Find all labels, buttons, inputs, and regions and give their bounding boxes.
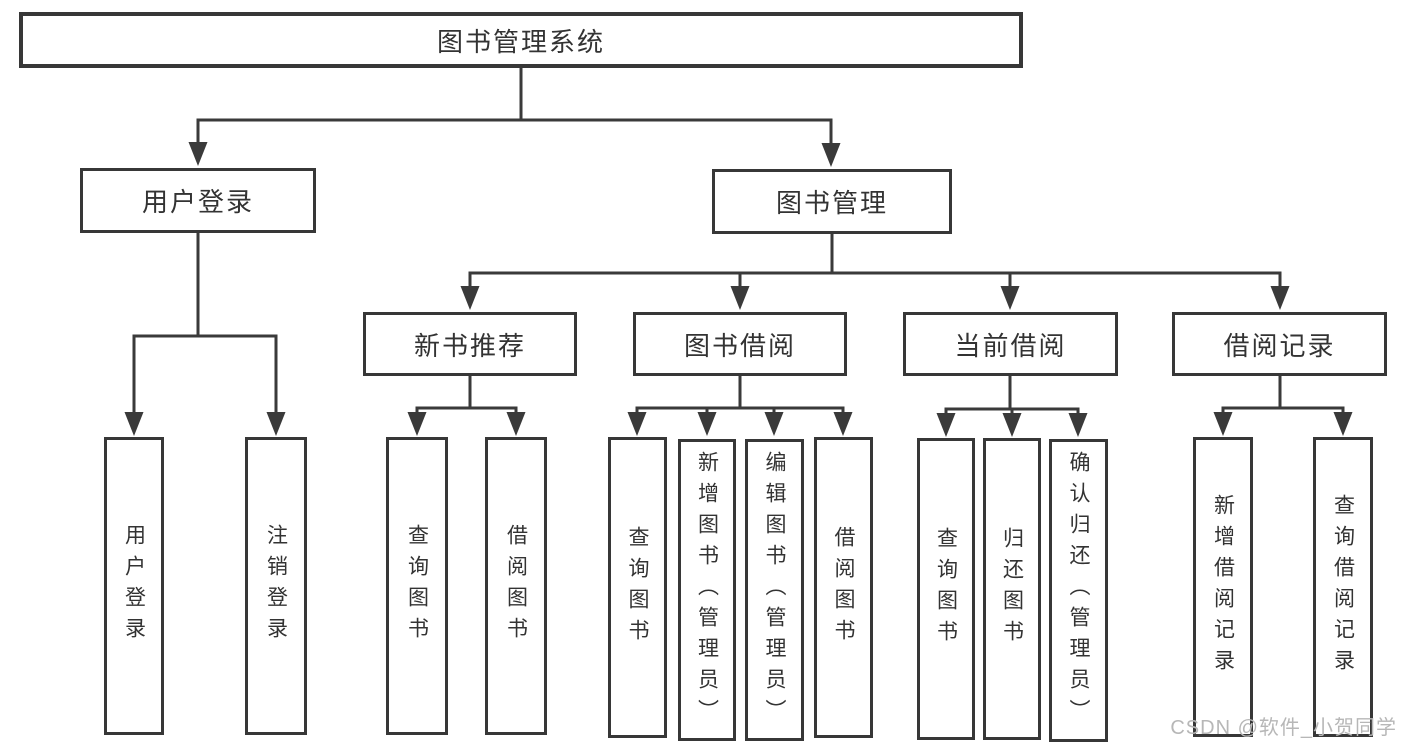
node-book-borrow-label: 图书借阅 [683, 330, 796, 361]
node-current-borrow-label: 当前借阅 [954, 330, 1067, 361]
edge-book-borrow-to-leaves [627, 376, 853, 436]
leaf-borrow-book: 借阅图书 [814, 437, 873, 738]
leaf-borrow-book-rec: 借阅图书 [485, 437, 547, 735]
edge-book-mgmt-to-level3 [460, 234, 1290, 310]
node-user-login: 用户登录 [80, 168, 316, 233]
leaf-edit-book-label: 编辑图书（管理员） [763, 450, 786, 730]
node-borrow-record-label: 借阅记录 [1223, 330, 1336, 361]
leaf-query-book-rec-label: 查询图书 [405, 524, 429, 648]
leaf-user-login: 用户登录 [104, 437, 164, 735]
watermark: CSDN @软件_小贺同学 [1170, 717, 1397, 739]
leaf-query-borrow-record: 查询借阅记录 [1313, 437, 1373, 737]
edge-current-borrow-to-leaves [936, 376, 1088, 437]
leaf-confirm-return: 确认归还（管理员） [1049, 439, 1108, 742]
edge-root-to-level2 [188, 68, 841, 167]
leaf-query-book-current-label: 查询图书 [934, 527, 958, 651]
node-book-borrow: 图书借阅 [633, 312, 847, 376]
node-new-book-rec: 新书推荐 [363, 312, 577, 376]
node-user-login-label: 用户登录 [141, 187, 254, 217]
node-book-mgmt-label: 图书管理 [775, 188, 888, 218]
leaf-return-book: 归还图书 [983, 438, 1041, 740]
leaf-edit-book: 编辑图书（管理员） [745, 439, 804, 741]
edge-new-book-rec-to-leaves [407, 376, 526, 436]
leaf-confirm-return-label: 确认归还（管理员） [1067, 451, 1090, 730]
leaf-logout-label: 注销登录 [264, 524, 288, 648]
leaf-borrow-book-label: 借阅图书 [832, 525, 855, 650]
node-current-borrow: 当前借阅 [903, 312, 1118, 376]
leaf-logout: 注销登录 [245, 437, 307, 735]
leaf-query-book-current: 查询图书 [917, 438, 975, 740]
node-book-mgmt: 图书管理 [712, 169, 952, 234]
node-root-label: 图书管理系统 [436, 26, 605, 57]
leaf-query-borrow-record-label: 查询借阅记录 [1331, 494, 1355, 680]
edge-borrow-record-to-leaves [1213, 376, 1353, 436]
leaf-add-borrow-record: 新增借阅记录 [1193, 437, 1253, 737]
leaf-query-book-borrow: 查询图书 [608, 437, 667, 738]
node-root: 图书管理系统 [19, 12, 1023, 68]
leaf-return-book-label: 归还图书 [1000, 527, 1024, 651]
leaf-query-book-borrow-label: 查询图书 [626, 525, 649, 650]
node-new-book-rec-label: 新书推荐 [413, 330, 526, 361]
leaf-add-borrow-record-label: 新增借阅记录 [1211, 494, 1235, 680]
leaf-query-book-rec: 查询图书 [386, 437, 448, 735]
leaf-borrow-book-rec-label: 借阅图书 [504, 524, 528, 648]
edge-user-login-to-leaves [124, 233, 286, 436]
leaf-user-login-label: 用户登录 [122, 524, 146, 648]
leaf-add-book: 新增图书（管理员） [678, 439, 736, 741]
leaf-add-book-label: 新增图书（管理员） [695, 450, 719, 730]
node-borrow-record: 借阅记录 [1172, 312, 1387, 376]
